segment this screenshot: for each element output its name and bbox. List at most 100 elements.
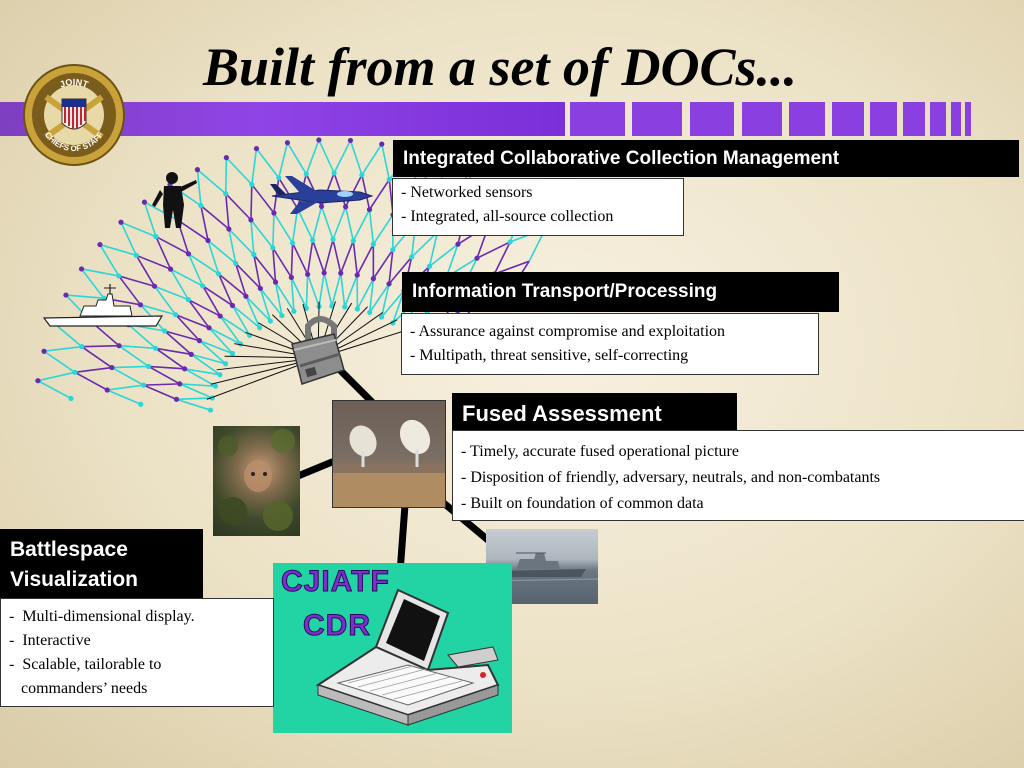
mesh-strand [290,277,308,309]
mesh-node [205,237,211,244]
mesh-strand [148,365,181,385]
mesh-strand [140,304,176,316]
mesh-node [316,137,322,143]
mesh-strand [250,219,255,255]
mesh-strand [43,350,76,373]
mesh-node [196,338,203,344]
mesh-node [116,343,122,349]
mesh-strand [333,140,352,174]
mesh-node [426,263,433,269]
mesh-node [474,255,480,261]
cdr-panel: CJIATF CDR [273,563,512,733]
satellite-dish-photo [332,400,446,508]
mesh-strand [493,241,511,275]
mesh-node [409,254,415,260]
mesh-strand [200,205,209,241]
mesh-strand [231,305,251,336]
mesh-node [379,141,385,147]
laptop-icon [315,588,500,726]
mesh-strand [272,247,277,283]
mesh-strand [228,228,237,264]
mesh-strand [111,366,144,386]
mesh-node [109,364,115,371]
mesh-strand [274,281,283,316]
seal-top-text: JOINT [58,77,90,90]
mesh-strand [207,240,220,275]
mesh-strand [372,249,394,280]
mesh-node [140,382,147,388]
mesh-node [68,395,74,402]
mesh-strand [255,148,280,179]
slide-title: Built from a set of DOCs... [202,37,798,97]
fused-bullet: - Built on foundation of common data [461,495,704,512]
mesh-node [162,328,168,334]
mesh-strand [118,345,150,368]
mesh-node [386,176,392,183]
mesh-node [200,283,206,289]
mesh-strand [43,345,82,353]
mesh-node [354,306,360,312]
mesh-strand [118,344,156,350]
mesh-strand [107,384,144,391]
mesh-node [251,252,257,258]
mesh-node [347,137,354,144]
mesh-strand [81,268,119,277]
mesh-strand [278,177,299,209]
mesh-strand [323,272,333,307]
mesh-strand [187,253,204,287]
mesh-node [167,266,174,272]
mesh-strand [311,206,323,241]
mesh-strand [187,299,210,329]
mesh-strand [356,243,375,276]
mesh-strand [196,169,202,206]
mesh-strand [202,285,221,317]
mesh-strand [118,275,155,287]
mesh-strand [251,148,258,185]
mesh-strand [305,139,320,175]
mesh-node [330,236,336,243]
mesh-strand [225,193,252,221]
mesh-node [78,266,85,272]
mesh-node [331,170,337,176]
mesh-strand [176,398,211,411]
mesh-strand [219,315,242,345]
fighter-jet-icon [270,176,374,214]
mesh-node [133,252,139,258]
mesh-node [276,175,282,181]
header-stripe-segment [632,102,682,136]
mesh-strand [80,268,105,299]
mesh-strand [368,278,375,313]
mesh-node [137,302,144,308]
mesh-node [97,241,103,248]
mesh-node [173,312,179,318]
mesh-node [153,233,159,240]
mesh-strand [320,206,334,240]
mesh-strand [429,243,459,267]
mesh-node [229,302,236,309]
mesh-node [217,313,223,319]
mesh-strand [111,365,149,369]
mesh-strand [128,324,157,349]
padlock-icon [291,316,345,385]
mesh-node [138,401,144,407]
mesh-node [367,309,373,316]
mesh-node [118,219,124,225]
mesh-strand [372,214,394,245]
header-stripe-segment [930,102,946,136]
mesh-strand [228,228,255,256]
mesh-strand [170,268,204,287]
mesh-strand [179,383,213,399]
mesh-strand [81,346,113,369]
mesh-node [303,171,309,177]
mesh-node [72,369,78,375]
mesh-strand [74,371,108,391]
header-stripe-segment [570,102,625,136]
mesh-strand [311,239,325,274]
mesh-strand [106,389,142,406]
mesh-strand [253,254,277,283]
mesh-node [370,276,376,282]
mesh-node [303,305,309,311]
mesh-strand [369,283,390,313]
fused-heading: Fused Assessment [452,393,737,435]
mesh-node [182,366,188,372]
